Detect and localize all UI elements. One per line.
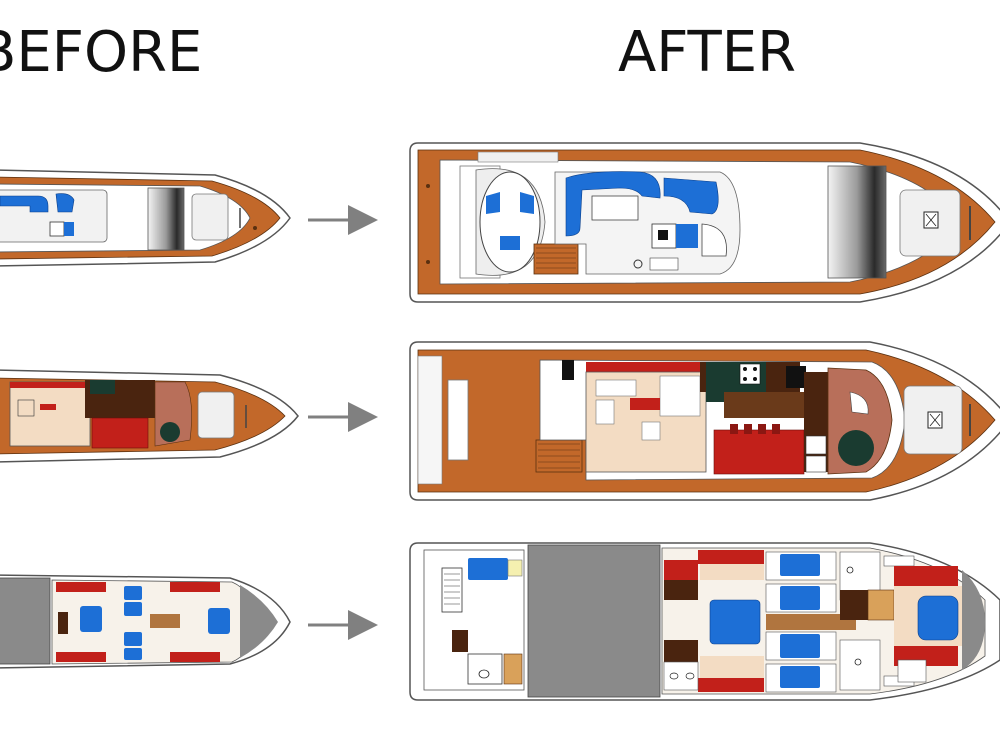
before-flybridge-plan bbox=[0, 169, 291, 267]
after-main-deck-plan bbox=[409, 341, 1000, 501]
after-flybridge-plan bbox=[409, 142, 1000, 303]
before-heading: BEFORE bbox=[0, 20, 203, 85]
after-lower-deck-plan bbox=[409, 542, 1000, 701]
before-lower-deck-plan bbox=[0, 574, 291, 669]
before-main-deck-plan bbox=[0, 369, 299, 463]
after-heading: AFTER bbox=[618, 20, 797, 85]
